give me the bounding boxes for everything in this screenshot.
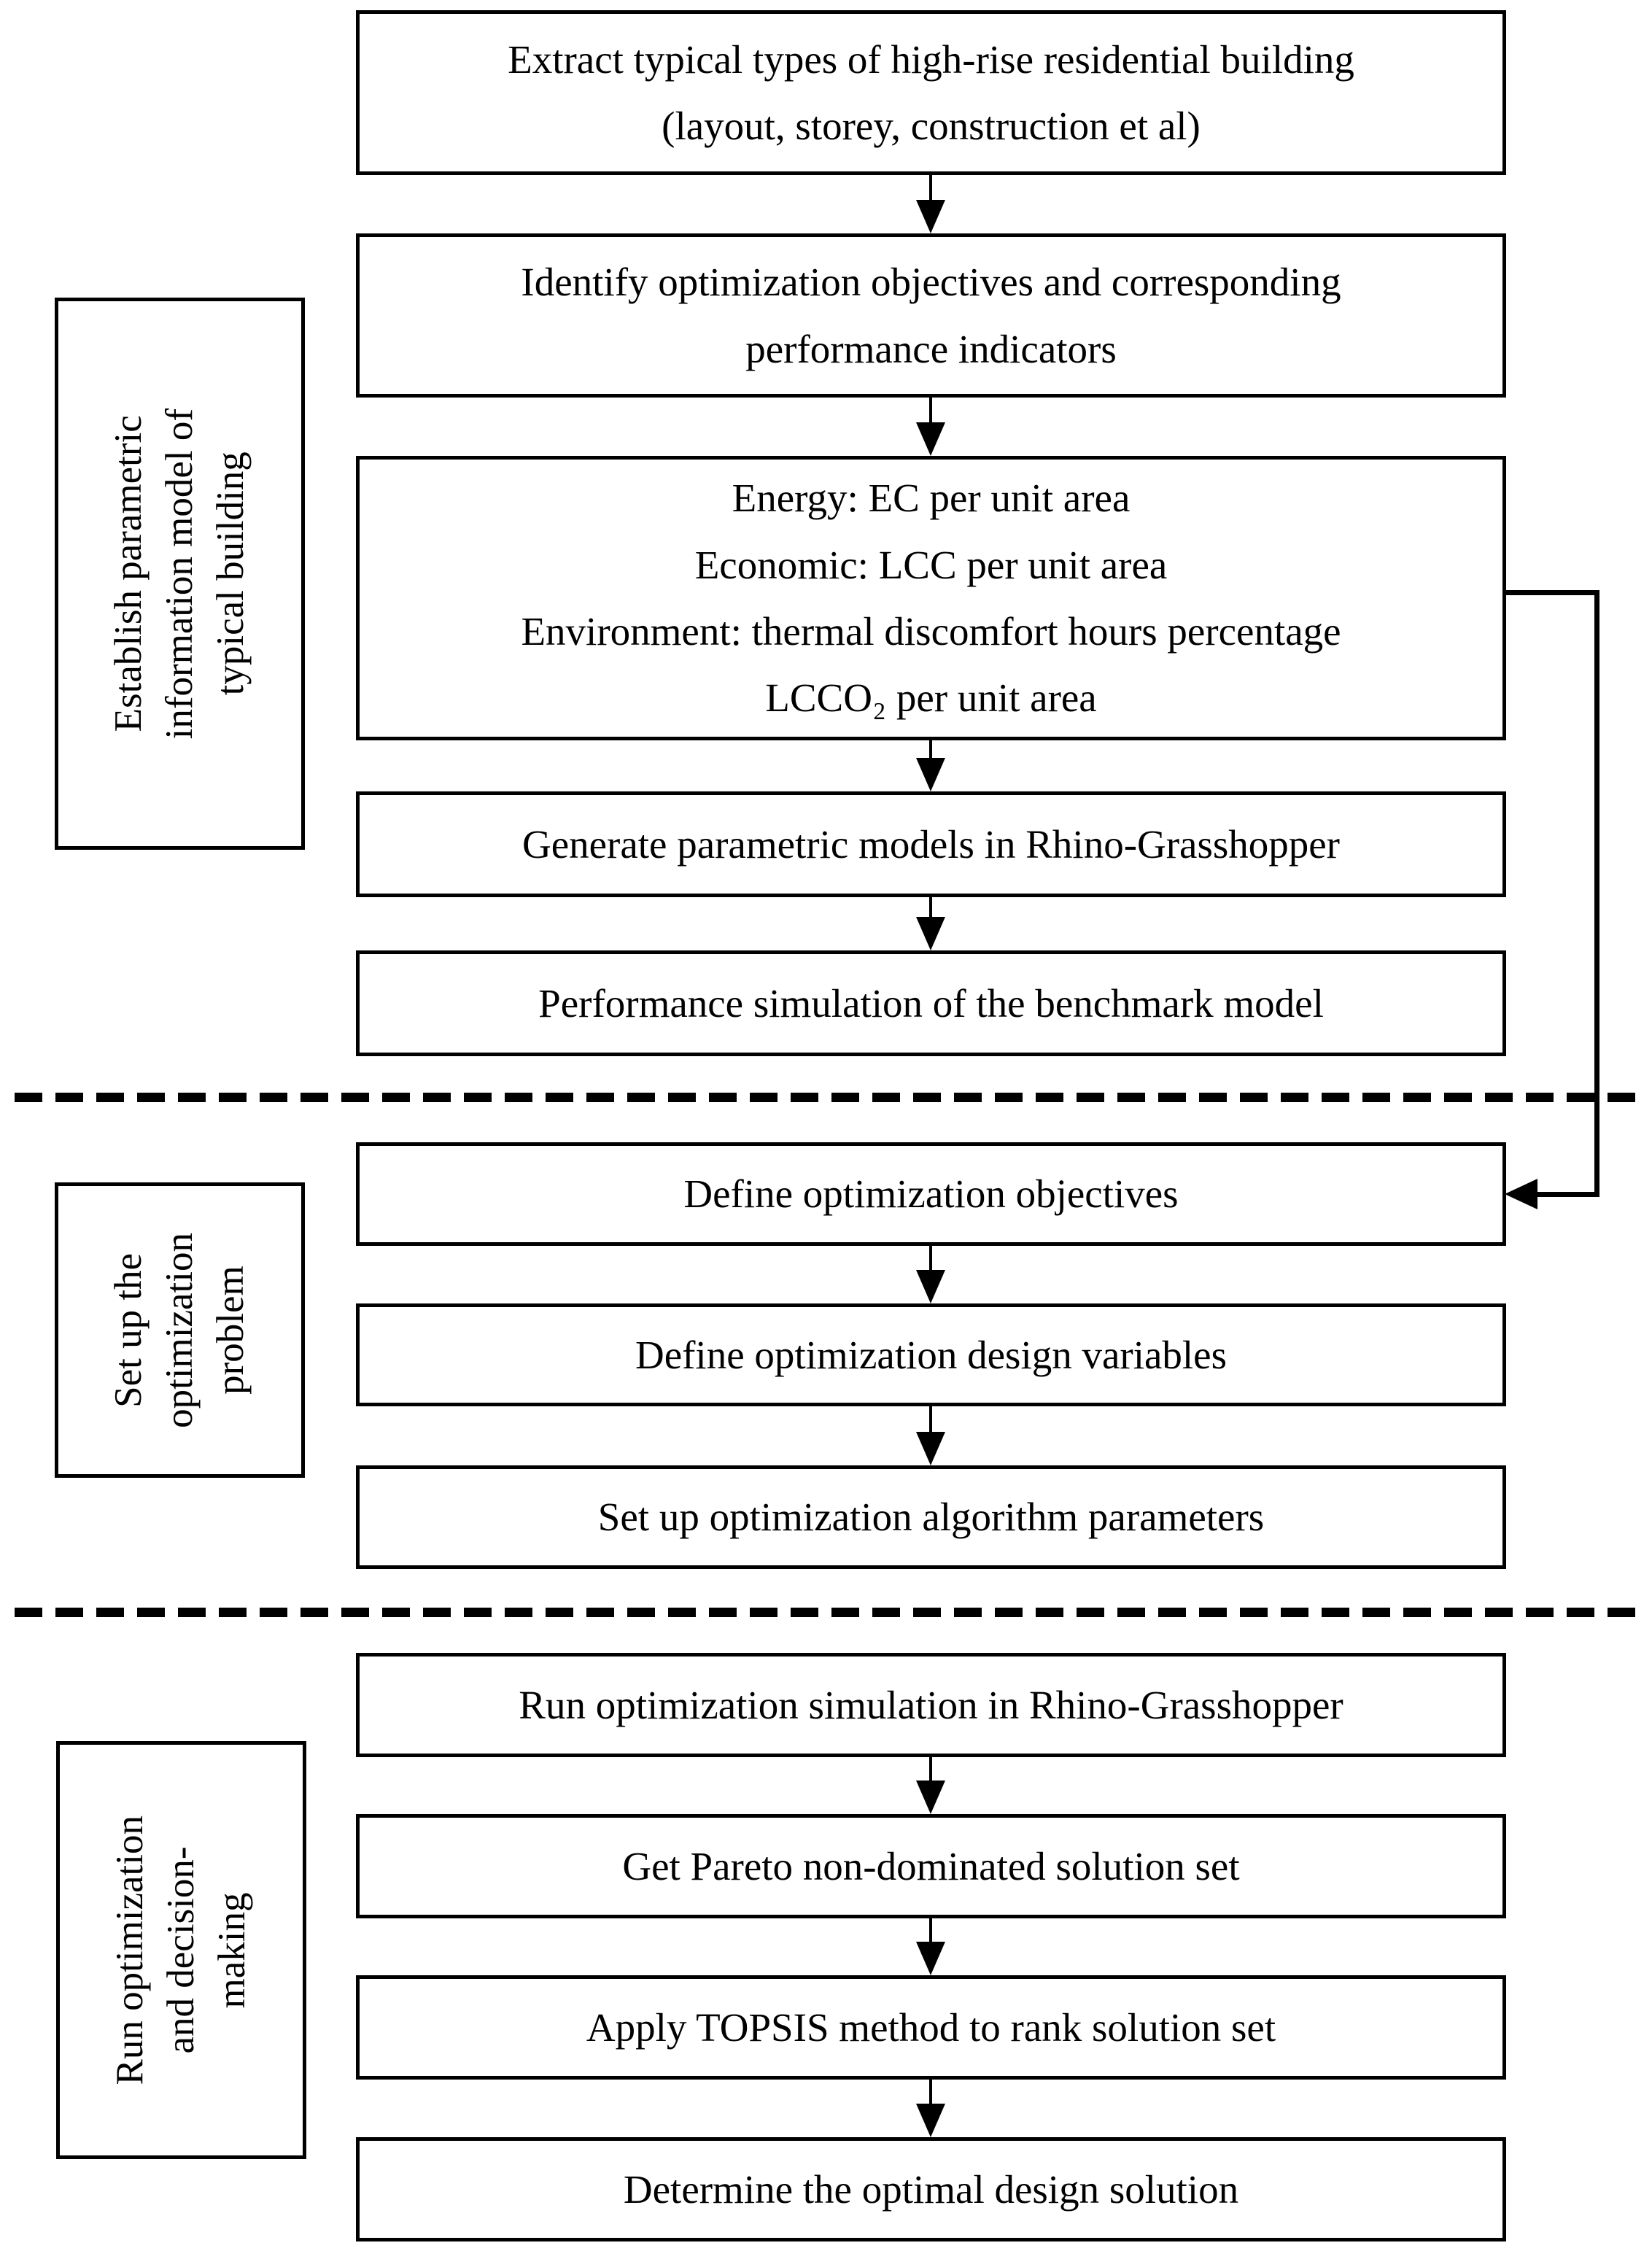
flow-box-performance-indicators: Energy: EC per unit area Economic: LCC p… (356, 456, 1506, 740)
flow-box-optimal-solution-text: Determine the optimal design solution (623, 2166, 1239, 2212)
flow-box-extract-types: Extract typical types of high-rise resid… (356, 10, 1506, 175)
flow-box-pareto-set: Get Pareto non-dominated solution set (356, 1814, 1506, 1918)
arrow-down-icon (916, 175, 945, 233)
section-label-box-run-decision: Run optimization and decision- making (56, 1741, 306, 2159)
flow-box-run-simulation-text: Run optimization simulation in Rhino-Gra… (519, 1682, 1343, 1727)
flow-box-identify-objectives: Identify optimization objectives and cor… (356, 233, 1506, 398)
flow-box-define-variables: Define optimization design variables (356, 1303, 1506, 1406)
feedback-connector-vertical-segment (1594, 590, 1599, 1194)
arrow-down-icon (916, 398, 945, 456)
section-label-box-optimization-problem: Set up the optimization problem (55, 1182, 305, 1478)
flow-box-benchmark-simulation: Performance simulation of the benchmark … (356, 950, 1506, 1056)
flow-box-pareto-set-text: Get Pareto non-dominated solution set (622, 1843, 1240, 1888)
flow-box-optimal-solution: Determine the optimal design solution (356, 2137, 1506, 2241)
arrow-left-icon (1505, 1179, 1537, 1209)
flow-box-algorithm-parameters: Set up optimization algorithm parameters (356, 1465, 1506, 1569)
flow-box-define-objectives: Define optimization objectives (356, 1142, 1506, 1246)
section-label-optimization-problem: Set up the optimization problem (106, 1232, 252, 1428)
section-label-run-decision: Run optimization and decision- making (108, 1815, 253, 2085)
feedback-connector-top-segment (1504, 590, 1599, 595)
section-label-parametric-model: Establish parametric information model o… (106, 408, 252, 740)
arrow-down-icon (916, 740, 945, 791)
flow-box-define-objectives-text: Define optimization objectives (683, 1171, 1179, 1217)
flow-box-define-variables-text: Define optimization design variables (635, 1332, 1227, 1377)
arrow-down-icon (916, 897, 945, 950)
section-divider-1 (15, 1093, 1641, 1102)
arrow-down-icon (916, 1406, 945, 1465)
flow-box-identify-objectives-text: Identify optimization objectives and cor… (521, 260, 1341, 371)
flow-box-benchmark-simulation-text: Performance simulation of the benchmark … (538, 980, 1324, 1026)
section-divider-2 (15, 1608, 1641, 1617)
flow-box-run-simulation: Run optimization simulation in Rhino-Gra… (356, 1653, 1506, 1757)
arrow-down-icon (916, 1757, 945, 1814)
flow-box-extract-types-text: Extract typical types of high-rise resid… (508, 36, 1354, 148)
flow-box-generate-models-text: Generate parametric models in Rhino-Gras… (521, 821, 1340, 867)
feedback-connector-bottom-segment (1532, 1192, 1599, 1197)
flow-box-performance-indicators-text: Energy: EC per unit area Economic: LCC p… (521, 476, 1341, 721)
arrow-down-icon (916, 1918, 945, 1975)
section-label-box-parametric-model: Establish parametric information model o… (55, 298, 305, 850)
flow-box-topsis-rank: Apply TOPSIS method to rank solution set (356, 1975, 1506, 2080)
arrow-down-icon (916, 2080, 945, 2137)
flow-box-generate-models: Generate parametric models in Rhino-Gras… (356, 791, 1506, 897)
flow-box-topsis-rank-text: Apply TOPSIS method to rank solution set (586, 2004, 1276, 2050)
arrow-down-icon (916, 1246, 945, 1303)
flow-box-algorithm-parameters-text: Set up optimization algorithm parameters (597, 1495, 1265, 1540)
